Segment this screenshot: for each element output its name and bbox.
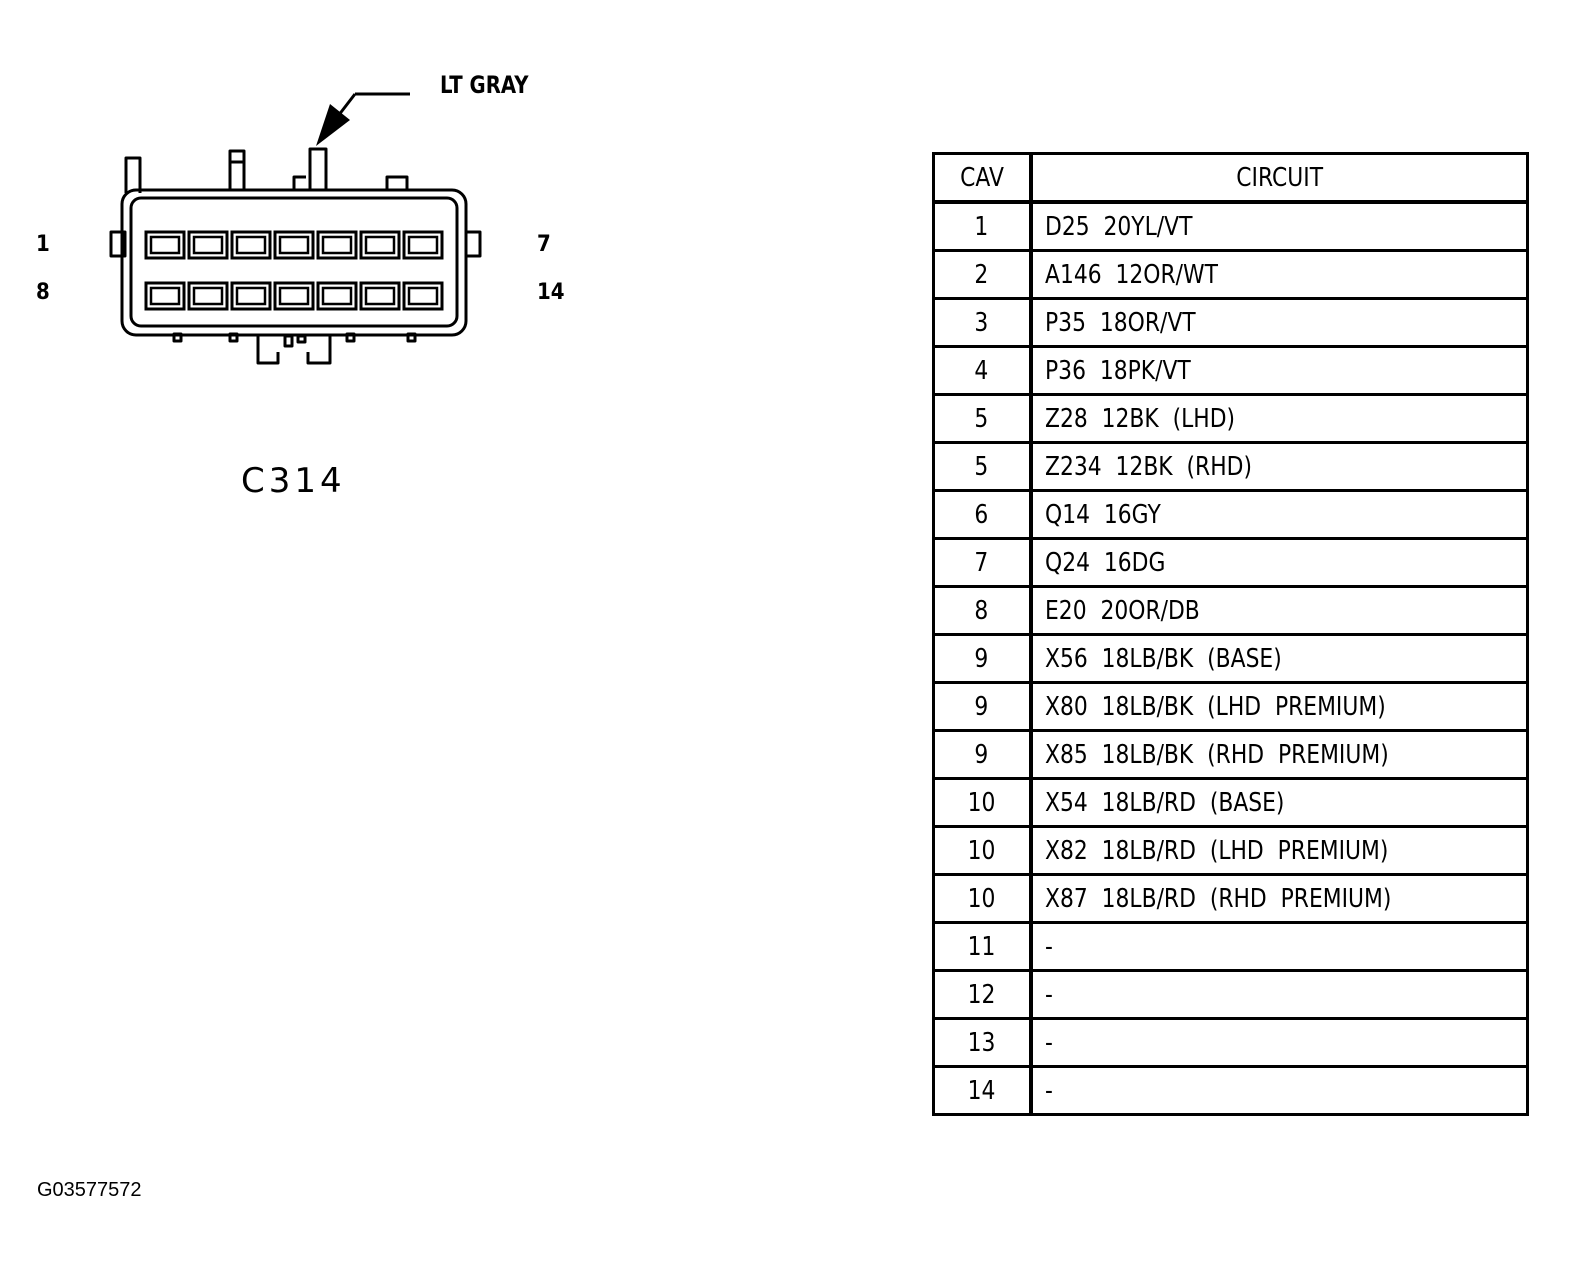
- table-row: 14-: [932, 1065, 1529, 1116]
- connector-side-latch-left: [109, 230, 127, 258]
- cav-cell: 4: [932, 345, 1033, 396]
- circuit-cell: P36 18PK/VT: [1029, 345, 1529, 396]
- cavity-11: [273, 281, 315, 311]
- cav-cell: 5: [932, 393, 1033, 444]
- cavity-7: [402, 230, 444, 260]
- circuit-cell: X54 18LB/RD (BASE): [1029, 777, 1529, 828]
- cav-cell: 9: [932, 729, 1033, 780]
- table-header-row: CAV CIRCUIT: [932, 152, 1529, 204]
- table-row: 12-: [932, 969, 1529, 1020]
- cavity-2: [187, 230, 229, 260]
- cav-cell: 11: [932, 921, 1033, 972]
- connector-top-tab-mid: [228, 149, 246, 191]
- cavity-6: [359, 230, 401, 260]
- table-row: 11-: [932, 921, 1529, 972]
- circuit-cell: -: [1029, 969, 1529, 1020]
- figure-id: G03577572: [37, 1179, 142, 1201]
- circuit-cell: E20 20OR/DB: [1029, 585, 1529, 636]
- cavity-12: [316, 281, 358, 311]
- pin-label-bottom-left: 8: [36, 280, 50, 305]
- circuit-cell: Z234 12BK (RHD): [1029, 441, 1529, 492]
- circuit-cell: X56 18LB/BK (BASE): [1029, 633, 1529, 684]
- connector-housing-inner: [129, 196, 459, 328]
- cav-cell: 10: [932, 873, 1033, 924]
- header-cav: CAV: [932, 152, 1033, 204]
- cav-cell: 13: [932, 1017, 1033, 1068]
- cav-cell: 14: [932, 1065, 1033, 1116]
- connector-housing-outer: [120, 188, 468, 337]
- circuit-cell: -: [1029, 921, 1529, 972]
- circuit-cell: Z28 12BK (LHD): [1029, 393, 1529, 444]
- cav-cell: 5: [932, 441, 1033, 492]
- circuit-cell: -: [1029, 1017, 1529, 1068]
- cavity-13: [359, 281, 401, 311]
- color-leader-arrow: [316, 92, 410, 146]
- circuit-cell: X82 18LB/RD (LHD PREMIUM): [1029, 825, 1529, 876]
- header-circuit: CIRCUIT: [1029, 152, 1529, 204]
- connector-side-latch-right: [464, 230, 482, 258]
- cav-cell: 3: [932, 297, 1033, 348]
- pin-label-top-right: 7: [537, 232, 551, 257]
- circuit-cell: -: [1029, 1065, 1529, 1116]
- cavity-14: [402, 281, 444, 311]
- circuit-cell: D25 20YL/VT: [1029, 201, 1529, 252]
- circuit-cell: Q14 16GY: [1029, 489, 1529, 540]
- connector-top-tab-left: [124, 156, 142, 193]
- pin-label-bottom-right: 14: [537, 280, 565, 305]
- connector-id: C314: [241, 461, 346, 501]
- cavity-5: [316, 230, 358, 260]
- cavity-9: [187, 281, 229, 311]
- cavity-3: [230, 230, 272, 260]
- connector-top-tab-small: [292, 175, 306, 191]
- cav-cell: 10: [932, 777, 1033, 828]
- connector-color-label: LT GRAY: [440, 71, 529, 99]
- connector-top-tab-right: [385, 175, 409, 191]
- circuit-cell: P35 18OR/VT: [1029, 297, 1529, 348]
- circuit-cell: Q24 16DG: [1029, 537, 1529, 588]
- table-row: 13-: [932, 1017, 1529, 1068]
- connector-key-bracket: [256, 335, 280, 365]
- cav-cell: 7: [932, 537, 1033, 588]
- cav-cell: 6: [932, 489, 1033, 540]
- cav-cell: 8: [932, 585, 1033, 636]
- cav-cell: 12: [932, 969, 1033, 1020]
- connector-diagram: [109, 92, 482, 365]
- cavity-8: [144, 281, 186, 311]
- circuit-cell: X80 18LB/BK (LHD PREMIUM): [1029, 681, 1529, 732]
- cavity-10: [230, 281, 272, 311]
- connector-top-tab-gray: [308, 147, 328, 191]
- pin-label-top-left: 1: [36, 232, 50, 257]
- cav-cell: 9: [932, 681, 1033, 732]
- cav-cell: 9: [932, 633, 1033, 684]
- cavity-4: [273, 230, 315, 260]
- circuit-cell: X85 18LB/BK (RHD PREMIUM): [1029, 729, 1529, 780]
- cav-cell: 1: [932, 201, 1033, 252]
- cav-cell: 2: [932, 249, 1033, 300]
- circuit-cell: X87 18LB/RD (RHD PREMIUM): [1029, 873, 1529, 924]
- cav-cell: 10: [932, 825, 1033, 876]
- cavity-1: [144, 230, 186, 260]
- circuit-cell: A146 12OR/WT: [1029, 249, 1529, 300]
